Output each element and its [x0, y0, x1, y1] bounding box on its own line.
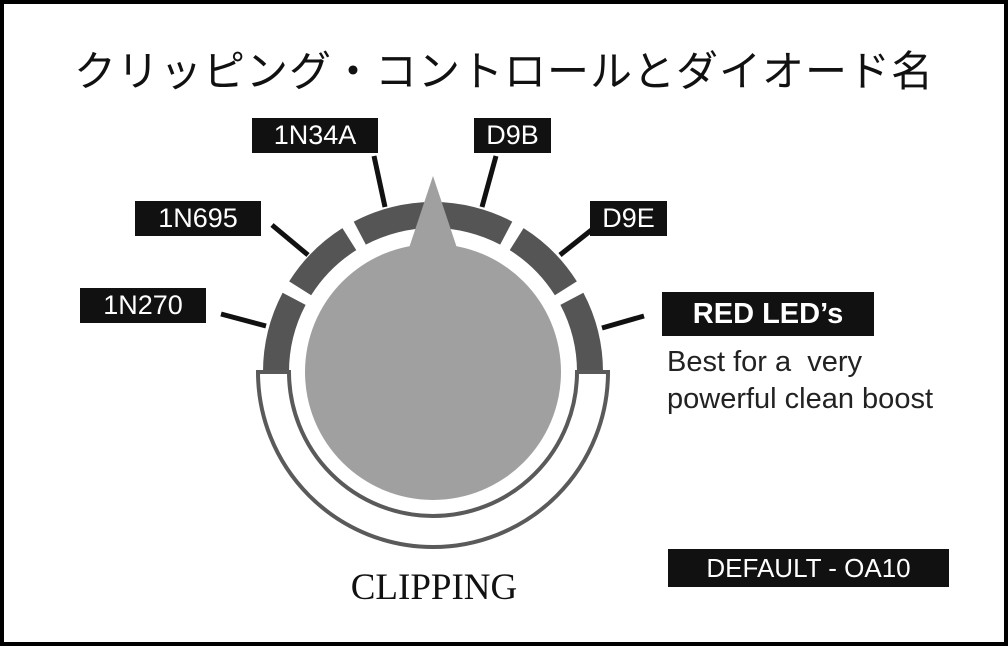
- red-led-description: Best for a very powerful clean boost: [667, 346, 933, 415]
- diagram-title: クリッピング・コントロールとダイオード名: [73, 47, 934, 96]
- tick-red-led: [601, 313, 645, 331]
- knob-graphic: [220, 155, 645, 549]
- ring-segment: [289, 228, 357, 296]
- ring-segment: [509, 228, 577, 296]
- ring-segment: [263, 292, 306, 372]
- knob-label: CLIPPING: [350, 567, 518, 608]
- label-1n270: 1N270: [80, 288, 206, 323]
- label-1n34a: 1N34A: [252, 118, 378, 153]
- tick-d9e: [558, 226, 596, 257]
- label-d9b: D9B: [474, 118, 551, 153]
- tick-1n270: [220, 311, 267, 329]
- default-label: DEFAULT - OA10: [668, 549, 949, 587]
- tick-1n695: [270, 223, 310, 257]
- label-1n695: 1N695: [135, 201, 261, 236]
- knob-pointer: [409, 176, 457, 248]
- label-red-led: RED LED’s: [662, 292, 874, 336]
- knob[interactable]: [305, 244, 561, 500]
- label-d9e: D9E: [590, 201, 667, 236]
- range-outline: [255, 370, 611, 549]
- tick-d9b: [479, 155, 499, 208]
- tick-lines: [220, 155, 645, 331]
- ring-segment: [560, 292, 603, 372]
- tick-1n34a: [371, 155, 388, 208]
